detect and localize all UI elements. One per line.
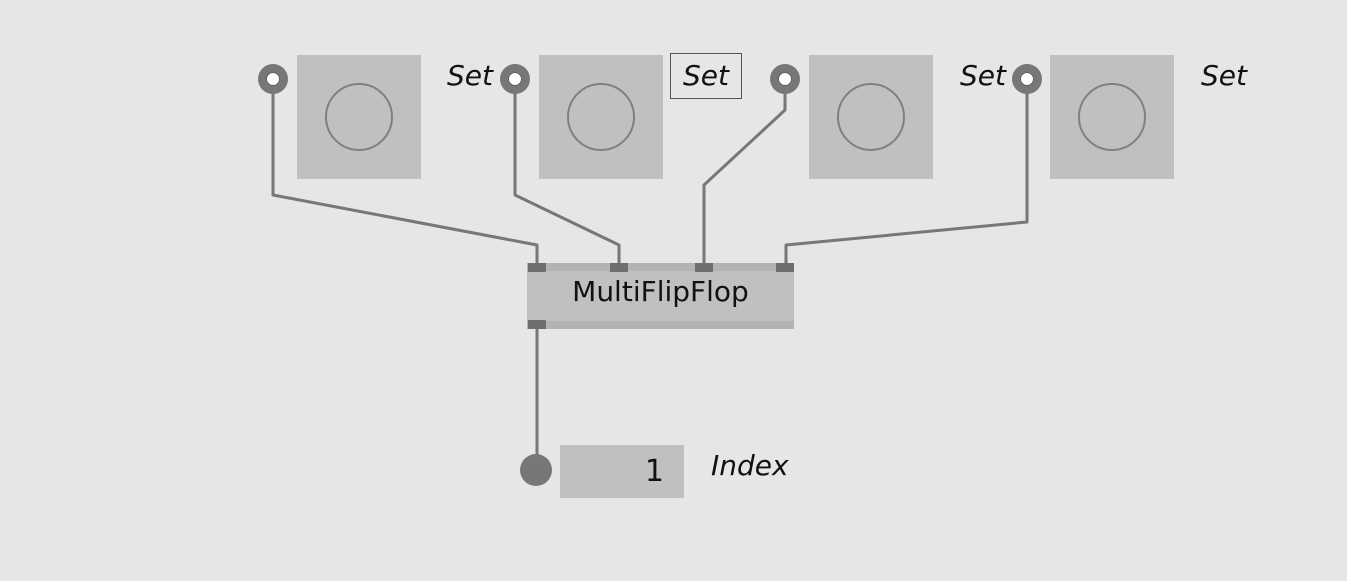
input-label-3: Set — [960, 59, 1006, 92]
node-input-port-2[interactable] — [610, 263, 628, 272]
input-pin-1[interactable] — [258, 64, 288, 94]
bang-button-1[interactable] — [297, 55, 421, 179]
pin-hole-icon — [778, 72, 792, 86]
input-pin-4[interactable] — [1012, 64, 1042, 94]
wire-input-4[interactable] — [784, 80, 1029, 267]
node-input-port-3[interactable] — [695, 263, 713, 272]
wire-input-3[interactable] — [702, 80, 787, 267]
pin-hole-icon — [1020, 72, 1034, 86]
input-label-4: Set — [1201, 59, 1247, 92]
wire-input-1[interactable] — [271, 80, 539, 267]
index-value-box[interactable]: 1 — [560, 445, 684, 498]
pin-hole-icon — [266, 72, 280, 86]
wire-input-2[interactable] — [513, 80, 621, 267]
input-label-1: Set — [447, 59, 493, 92]
node-output-port[interactable] — [528, 320, 546, 329]
pin-hole-icon — [508, 72, 522, 86]
circle-icon — [325, 83, 393, 151]
node-input-port-1[interactable] — [528, 263, 546, 272]
output-pin[interactable] — [520, 454, 552, 486]
node-title: MultiFlipFlop — [572, 275, 749, 308]
circle-icon — [837, 83, 905, 151]
node-output-bar — [527, 321, 794, 329]
bang-button-3[interactable] — [809, 55, 933, 179]
input-pin-2[interactable] — [500, 64, 530, 94]
index-value: 1 — [644, 454, 664, 489]
node-input-bar — [527, 263, 794, 271]
node-input-port-4[interactable] — [776, 263, 794, 272]
circle-icon — [567, 83, 635, 151]
input-label-2[interactable]: Set — [670, 53, 742, 99]
output-label: Index — [711, 449, 789, 482]
bang-button-4[interactable] — [1050, 55, 1174, 179]
circle-icon — [1078, 83, 1146, 151]
multiflipflop-node[interactable]: MultiFlipFlop — [527, 263, 794, 329]
bang-button-2[interactable] — [539, 55, 663, 179]
input-pin-3[interactable] — [770, 64, 800, 94]
